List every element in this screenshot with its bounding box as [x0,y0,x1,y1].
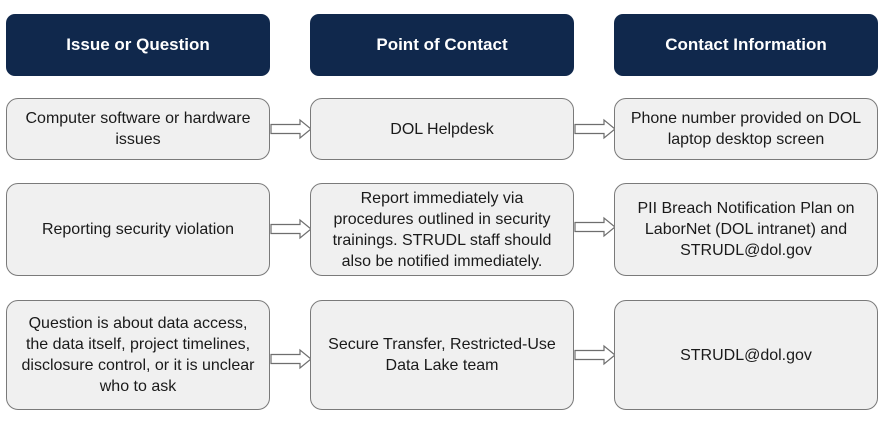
row-1-arrow-2-icon [574,118,616,140]
row-3-arrow-2-icon [574,344,616,366]
row-1-contact-information: Phone number provided on DOL laptop desk… [614,98,878,160]
row-2-arrow-1-icon [270,218,312,240]
header-contact-information: Contact Information [614,14,878,76]
header-issue-or-question: Issue or Question [6,14,270,76]
row-1-issue: Computer software or hardware issues [6,98,270,160]
row-3-issue: Question is about data access, the data … [6,300,270,410]
row-1-arrow-1-icon [270,118,312,140]
row-3-point-of-contact: Secure Transfer, Restricted-Use Data Lak… [310,300,574,410]
row-3-arrow-1-icon [270,348,312,370]
row-2-issue: Reporting security violation [6,183,270,276]
row-2-contact-information: PII Breach Notification Plan on LaborNet… [614,183,878,276]
row-1-point-of-contact: DOL Helpdesk [310,98,574,160]
row-3-contact-information: STRUDL@dol.gov [614,300,878,410]
header-point-of-contact: Point of Contact [310,14,574,76]
row-2-arrow-2-icon [574,216,616,238]
row-2-point-of-contact: Report immediately via procedures outlin… [310,183,574,276]
